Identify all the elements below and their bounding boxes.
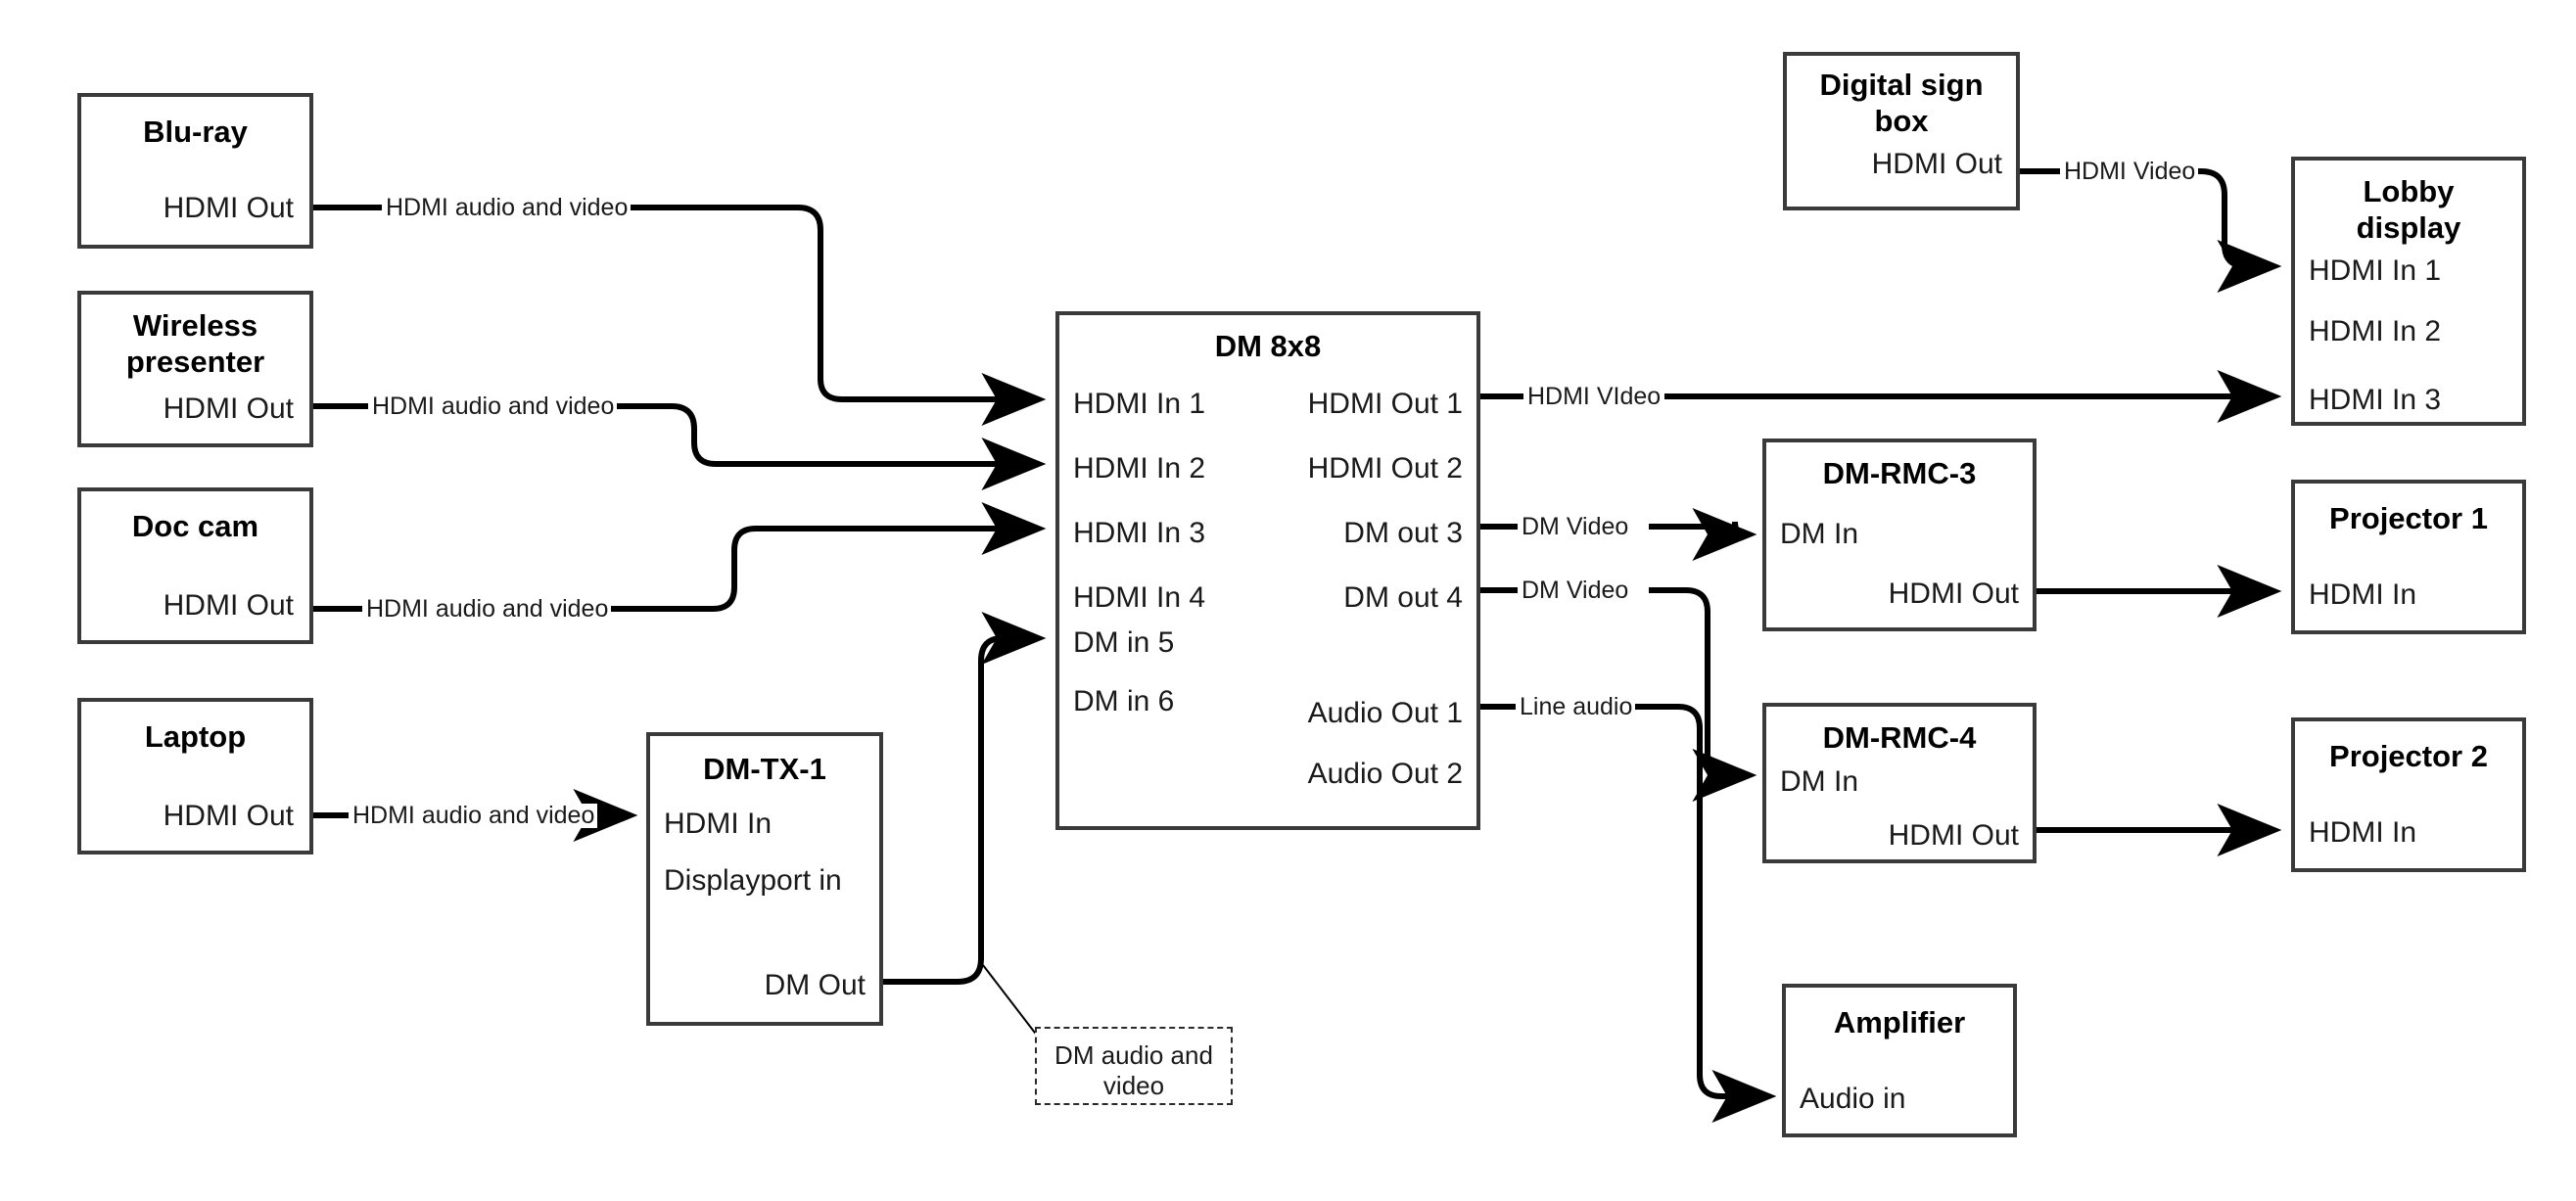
port-amplifier-audio-in[interactable]: Audio in xyxy=(1800,1083,1906,1115)
port-lobby-hdmi-in-3[interactable]: HDMI In 3 xyxy=(2309,384,2442,416)
node-wireless-presenter-title: Wireless presenter xyxy=(125,308,265,379)
port-dmtx1-displayport-in[interactable]: Displayport in xyxy=(664,864,842,897)
port-dm8x8-hdmi-out-1[interactable]: HDMI Out 1 xyxy=(1307,388,1463,420)
node-wireless-presenter[interactable]: Wireless presenter HDMI Out xyxy=(77,291,313,447)
port-dm8x8-dm-in-5[interactable]: DM in 5 xyxy=(1073,626,1175,659)
node-amplifier[interactable]: Amplifier Audio in xyxy=(1782,984,2017,1137)
node-dm-tx-1-title: DM-TX-1 xyxy=(703,752,826,786)
port-dm8x8-audio-out-2[interactable]: Audio Out 2 xyxy=(1307,758,1463,790)
wire-audio-out-1-to-amp xyxy=(1480,704,1768,1096)
port-laptop-hdmi-out[interactable]: HDMI Out xyxy=(163,800,294,832)
note-dm-audio-and-video: DM audio and video xyxy=(1035,1027,1233,1105)
node-doc-cam-title: Doc cam xyxy=(131,509,259,543)
port-lobby-hdmi-in-2[interactable]: HDMI In 2 xyxy=(2309,315,2442,347)
port-dm8x8-dm-in-6[interactable]: DM in 6 xyxy=(1073,685,1175,717)
wire-digisign-to-lobby-in-1 xyxy=(2020,168,2273,266)
port-rmc4-hdmi-out[interactable]: HDMI Out xyxy=(1888,819,2019,852)
node-digital-sign-box-title: Digital sign box xyxy=(1819,68,1984,138)
wire-label-dm-video-4: DM Video xyxy=(1519,578,1632,603)
node-bluray-title: Blu-ray xyxy=(143,115,248,149)
port-digisign-hdmi-out[interactable]: HDMI Out xyxy=(1871,148,2002,180)
port-rmc3-hdmi-out[interactable]: HDMI Out xyxy=(1888,577,2019,610)
port-dmtx1-hdmi-in[interactable]: HDMI In xyxy=(664,808,773,840)
wire-label-line-audio: Line audio xyxy=(1517,695,1636,719)
port-lobby-hdmi-in-1[interactable]: HDMI In 1 xyxy=(2309,254,2442,287)
port-projector-2-hdmi-in[interactable]: HDMI In xyxy=(2309,816,2417,849)
node-projector-2[interactable]: Projector 2 HDMI In xyxy=(2291,717,2526,872)
wire-label-bluray: HDMI audio and video xyxy=(383,196,632,220)
node-dm-rmc-3[interactable]: DM-RMC-3 DM In HDMI Out xyxy=(1762,439,2037,631)
port-dm8x8-dm-out-4[interactable]: DM out 4 xyxy=(1343,581,1463,614)
port-wireless-hdmi-out[interactable]: HDMI Out xyxy=(163,393,294,425)
node-lobby-display-title: Lobby display xyxy=(2356,174,2461,245)
port-dm8x8-hdmi-in-2[interactable]: HDMI In 2 xyxy=(1073,452,1206,485)
node-doc-cam[interactable]: Doc cam HDMI Out xyxy=(77,487,313,644)
wire-label-wireless: HDMI audio and video xyxy=(369,394,618,419)
wire-label-hdmi-video-digisign: HDMI Video xyxy=(2061,160,2199,184)
node-lobby-display[interactable]: Lobby display HDMI In 1 HDMI In 2 HDMI I… xyxy=(2291,157,2526,426)
port-projector-1-hdmi-in[interactable]: HDMI In xyxy=(2309,578,2417,611)
node-laptop[interactable]: Laptop HDMI Out xyxy=(77,698,313,855)
node-amplifier-title: Amplifier xyxy=(1833,1005,1966,1039)
port-dm8x8-hdmi-in-4[interactable]: HDMI In 4 xyxy=(1073,581,1206,614)
wire-dm-out-4-to-rmc4 xyxy=(1480,587,1749,775)
node-dm-rmc-3-title: DM-RMC-3 xyxy=(1822,456,1977,490)
port-rmc3-dm-in[interactable]: DM In xyxy=(1780,518,1859,550)
port-dm8x8-dm-out-3[interactable]: DM out 3 xyxy=(1343,517,1463,549)
port-doccam-hdmi-out[interactable]: HDMI Out xyxy=(163,589,294,622)
node-digital-sign-box[interactable]: Digital sign box HDMI Out xyxy=(1783,52,2020,210)
node-dm-tx-1[interactable]: DM-TX-1 HDMI In Displayport in DM Out xyxy=(646,732,883,1026)
wire-label-laptop: HDMI audio and video xyxy=(350,804,598,828)
port-bluray-hdmi-out[interactable]: HDMI Out xyxy=(163,192,294,224)
wire-label-hdmi-video-lobby: HDMI VIdeo xyxy=(1524,385,1664,409)
port-dm8x8-audio-out-1[interactable]: Audio Out 1 xyxy=(1307,697,1463,729)
node-laptop-title: Laptop xyxy=(144,719,247,754)
wire-dmtx1-to-dm-in-5 xyxy=(883,612,1047,985)
port-rmc4-dm-in[interactable]: DM In xyxy=(1780,765,1859,798)
node-dm-rmc-4[interactable]: DM-RMC-4 DM In HDMI Out xyxy=(1762,703,2037,863)
port-dmtx1-dm-out[interactable]: DM Out xyxy=(764,969,866,1001)
wire-bluray-to-hdmi-in-1 xyxy=(313,205,1038,399)
node-bluray[interactable]: Blu-ray HDMI Out xyxy=(77,93,313,249)
port-dm8x8-hdmi-in-1[interactable]: HDMI In 1 xyxy=(1073,388,1206,420)
node-projector-2-title: Projector 2 xyxy=(2329,739,2488,773)
port-dm8x8-hdmi-out-2[interactable]: HDMI Out 2 xyxy=(1307,452,1463,485)
node-projector-1[interactable]: Projector 1 HDMI In xyxy=(2291,480,2526,634)
note-dm-audio-and-video-text: DM audio and video xyxy=(1054,1040,1213,1101)
port-dm8x8-hdmi-in-3[interactable]: HDMI In 3 xyxy=(1073,517,1206,549)
node-dm-8x8-title: DM 8x8 xyxy=(1214,329,1322,363)
wire-note-leader xyxy=(982,964,1039,1038)
wire-label-doccam: HDMI audio and video xyxy=(363,597,612,622)
wire-label-dm-video-3: DM Video xyxy=(1519,515,1632,539)
node-projector-1-title: Projector 1 xyxy=(2329,501,2488,535)
node-dm-rmc-4-title: DM-RMC-4 xyxy=(1822,720,1977,755)
node-dm-8x8[interactable]: DM 8x8 HDMI In 1 HDMI In 2 HDMI In 3 HDM… xyxy=(1055,311,1480,830)
